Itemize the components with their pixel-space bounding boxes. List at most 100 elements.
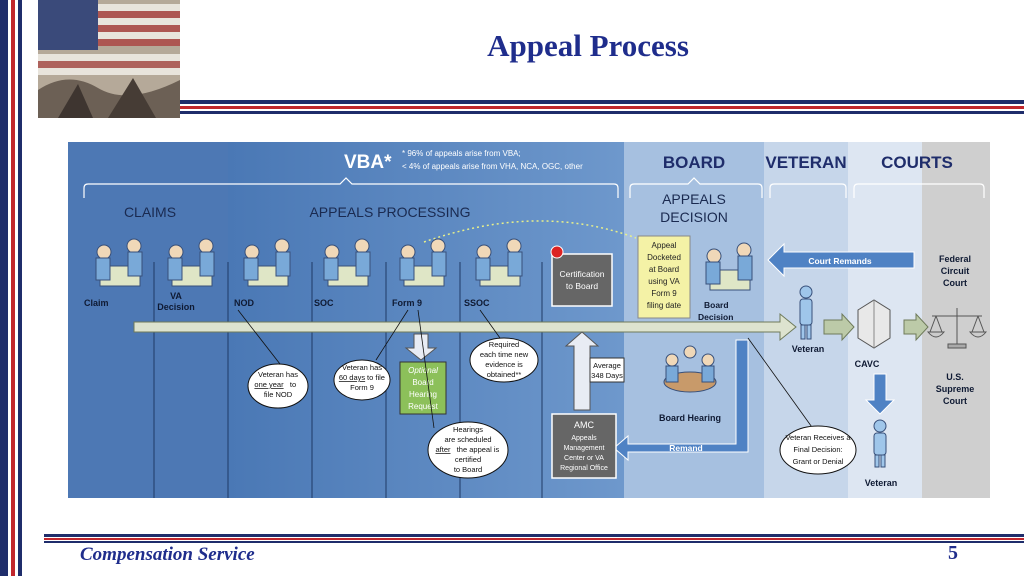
courts-region-2 — [922, 142, 990, 498]
ssoc-desk-icon — [475, 238, 523, 287]
final-callout-3: Grant or Denial — [793, 457, 844, 466]
docket-6: filing date — [647, 301, 682, 310]
page-number: 5 — [948, 542, 958, 564]
vba-note-2: < 4% of appeals arise from VHA, NCA, OGC… — [402, 162, 583, 171]
veteran-to-cavc-arrow — [823, 312, 855, 342]
nod-callout-4: file NOD — [264, 390, 293, 399]
stage-va-decision-2: Decision — [157, 302, 195, 312]
docket-5: Form 9 — [651, 289, 677, 298]
form9-callout-3: to file — [367, 373, 385, 382]
footer-line-navy-2 — [44, 541, 1024, 543]
ssoc-callout-2: each time new — [480, 350, 529, 359]
amc-up-arrow — [564, 331, 600, 411]
flag-emblem-image — [38, 0, 180, 118]
court-remands-label: Court Remands — [808, 256, 872, 266]
stage-va-decision-1: VA — [170, 291, 182, 301]
left-border-navy — [0, 0, 8, 576]
stage-ssoc: SSOC — [464, 298, 490, 308]
hearing-callout-5: certified — [455, 455, 481, 464]
brackets — [83, 177, 985, 198]
form9-callout — [333, 359, 391, 401]
amc-2: Appeals — [571, 435, 597, 442]
claim-desk-icon — [95, 238, 143, 287]
supreme-2: Supreme — [936, 384, 975, 394]
desk-worker-icons — [95, 238, 753, 291]
appeals-processing-label: APPEALS PROCESSING — [309, 204, 470, 220]
court-remands-arrow — [767, 242, 915, 278]
appeals-decision-label-1: APPEALS — [662, 191, 726, 207]
veteran-header: VETERAN — [765, 153, 846, 172]
board-header: BOARD — [663, 153, 725, 172]
footer-org-name: Compensation Service — [80, 544, 255, 565]
vba-note-1: * 96% of appeals arise from VBA; — [402, 149, 521, 158]
header-line-navy — [180, 100, 1024, 104]
dotted-return-arrow — [423, 220, 637, 243]
hearing-callout-1: Hearings — [453, 425, 483, 434]
final-decision-callout — [779, 425, 857, 475]
ssoc-callout-4: obtained** — [487, 370, 522, 379]
cavc-to-federal-arrow — [903, 312, 929, 342]
stage-nod: NOD — [234, 298, 255, 308]
cavc-down-arrow — [864, 373, 896, 415]
courts-header: COURTS — [881, 153, 953, 172]
ssoc-callout — [469, 337, 539, 383]
va-decision-desk-icon — [167, 238, 215, 287]
optional-3: Hearing — [409, 390, 437, 399]
ssoc-callout-1: Required — [489, 340, 519, 349]
certification-label-2: to Board — [566, 281, 598, 291]
docket-2: Docketed — [647, 253, 681, 262]
hearing-callout-2: are scheduled — [444, 435, 491, 444]
header-line-navy-2 — [180, 111, 1024, 114]
left-border-red — [11, 0, 15, 576]
vba-header: VBA* — [344, 152, 392, 173]
form9-desk-icon — [399, 238, 447, 287]
docket-1: Appeal — [652, 241, 677, 250]
main-timeline-arrow — [133, 312, 797, 342]
stage-form9: Form 9 — [392, 298, 422, 308]
nod-callout — [247, 363, 309, 409]
cavc-building-icon — [857, 299, 891, 349]
nod-desk-icon — [243, 238, 291, 287]
header-line-red — [180, 106, 1024, 109]
ssoc-callout-3: evidence is — [485, 360, 523, 369]
certification-label-1: Certification — [560, 269, 605, 279]
remand-arrow — [613, 339, 749, 462]
optional-1: Optional — [408, 366, 438, 375]
hearing-callout-3: after — [435, 445, 451, 454]
nod-callout-2: one year — [254, 380, 284, 389]
claims-label: CLAIMS — [124, 204, 176, 220]
nod-callout-1: Veteran has — [258, 370, 298, 379]
form9-callout-1: Veteran has — [342, 363, 382, 372]
optional-2: Board — [412, 378, 433, 387]
amc-1: AMC — [574, 420, 595, 430]
board-decision-label-1: Board — [704, 300, 729, 310]
veteran-figure-2-icon — [873, 419, 887, 468]
optional-4: Request — [408, 402, 439, 411]
docket-4: using VA — [648, 277, 680, 286]
amc-3: Management — [564, 445, 605, 452]
appeal-process-diagram: VBA* * 96% of appeals arise from VBA; < … — [68, 142, 990, 498]
hearing-callout-6: to Board — [454, 465, 482, 474]
average-1: Average — [593, 361, 621, 370]
left-border-white-2 — [15, 0, 18, 576]
left-border-navy-2 — [18, 0, 22, 576]
amc-4: Center or VA — [564, 455, 604, 462]
board-decision-desk-icon — [705, 242, 753, 291]
average-days-box — [589, 357, 625, 383]
certification-box — [551, 253, 613, 307]
amc-5: Regional Office — [560, 465, 608, 472]
footer-line-navy — [44, 534, 1024, 537]
amc-box — [551, 413, 617, 479]
board-hearing-label: Board Hearing — [659, 413, 721, 423]
scales-of-justice-icon — [926, 308, 988, 349]
claims-region — [68, 142, 228, 498]
federal-circuit-2: Circuit — [941, 266, 970, 276]
remand-label: Remand — [669, 443, 703, 453]
board-decision-label-2: Decision — [698, 312, 733, 322]
docket-3: at Board — [649, 265, 679, 274]
nod-callout-3: to — [290, 380, 296, 389]
hearing-callout-4: the appeal is — [457, 445, 500, 454]
stage-claim: Claim — [84, 298, 109, 308]
optional-hearing-box — [399, 361, 447, 415]
stage-soc: SOC — [314, 298, 334, 308]
